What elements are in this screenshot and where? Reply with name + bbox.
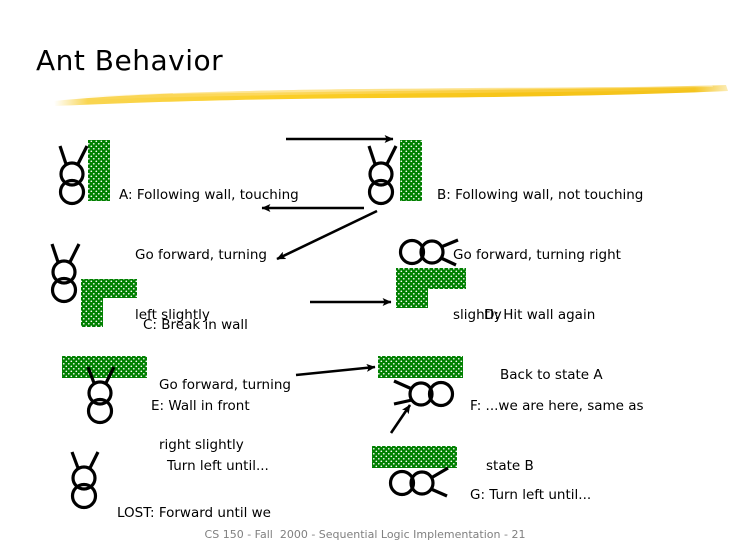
state-b-caption: B: Following wall, not touching Go forwa… (437, 145, 643, 365)
title-brush-stroke (54, 85, 728, 106)
state-c-caption: C: Break in wall Go forward, turning rig… (143, 275, 291, 495)
state-lost-figure (70, 451, 100, 510)
ant-e (86, 366, 116, 425)
state-a-line2: Go forward, turning (135, 247, 267, 263)
page-title: Ant Behavior (36, 44, 224, 77)
ant-a (58, 145, 89, 206)
state-g-line1: G: Turn left until... (470, 487, 592, 503)
state-e-line1: E: Wall in front (151, 398, 250, 414)
state-g-caption: G: Turn left until... (470, 445, 591, 545)
ant-f (393, 379, 455, 408)
state-a-figure (58, 140, 110, 206)
state-e-line2: Turn left until... (167, 458, 269, 474)
state-g-figure (372, 446, 457, 498)
state-c-line2: Go forward, turning (159, 377, 291, 393)
wall-vertical-a (88, 140, 110, 201)
state-c-line3: right slightly (159, 437, 244, 453)
state-d-caption: D: Hit wall again Back to state A (484, 265, 603, 425)
state-b-line2: Go forward, turning right (453, 247, 621, 263)
state-a-caption: A: Following wall, touching Go forward, … (119, 145, 299, 365)
state-f-line1: F: ...we are here, same as (470, 398, 644, 414)
ant-b (367, 145, 398, 206)
state-b-line1: B: Following wall, not touching (437, 187, 644, 203)
state-lost-line1: LOST: Forward until we (117, 505, 271, 521)
state-b-line3: slightly (453, 307, 502, 323)
wall-vertical-b (400, 140, 422, 201)
state-d-line2: Back to state A (500, 367, 603, 383)
ant-g (388, 466, 449, 498)
state-b-figure (367, 140, 422, 206)
arrow-e-to-f (295, 363, 376, 377)
state-e-caption: E: Wall in front Turn left until... (151, 356, 269, 516)
state-f-caption: F: ...we are here, same as state B (470, 356, 644, 516)
state-a-line1: A: Following wall, touching (119, 187, 299, 203)
state-a-line3: left slightly (135, 307, 210, 323)
state-f-line2: state B (486, 458, 534, 474)
wall-horizontal-g (372, 446, 457, 468)
state-d-line1: D: Hit wall again (484, 307, 596, 323)
slide-footer: CS 150 - Fall 2000 - Sequential Logic Im… (204, 528, 526, 541)
ant-lost (70, 451, 100, 510)
state-lost-caption: LOST: Forward until we touch something (117, 463, 271, 547)
state-c-line1: C: Break in wall (143, 317, 248, 333)
arrow-g-to-f (389, 404, 412, 434)
ant-c (50, 243, 81, 304)
state-e-figure (62, 356, 147, 425)
